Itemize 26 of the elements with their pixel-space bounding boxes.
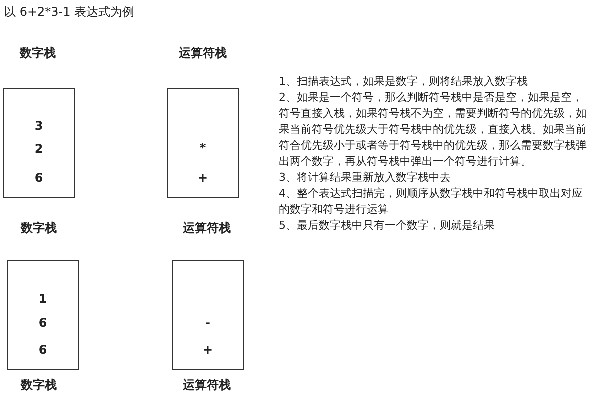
stack-item: 2 xyxy=(34,142,44,156)
stack-box xyxy=(7,260,79,370)
stack-item: 6 xyxy=(38,343,48,357)
stack-heading: 数字栈 xyxy=(20,45,56,62)
stack-item: + xyxy=(202,343,214,357)
stack-item: * xyxy=(198,141,208,155)
stack-item: 1 xyxy=(38,292,48,306)
note-paragraph: 4、整个表达式扫描完，则顺序从数字栈中和符号栈中取出对应的数字和符号进行运算 xyxy=(279,186,584,218)
stack-item: 6 xyxy=(38,316,48,330)
stack-heading: 数字栈 xyxy=(21,377,57,394)
stack-heading: 运算符栈 xyxy=(183,220,231,237)
stack-heading: 运算符栈 xyxy=(183,377,231,394)
note-paragraph: 1、扫描表达式，如果是数字，则将结果放入数字栈 xyxy=(279,74,529,90)
stack-box xyxy=(3,88,75,198)
stack-item: - xyxy=(204,316,212,330)
stack-item: 3 xyxy=(34,119,44,133)
note-paragraph: 3、将计算结果重新放入数字栈中去 xyxy=(279,170,452,186)
title-text: 以 6+2*3-1 表达式为例 xyxy=(4,4,135,21)
stack-item: 6 xyxy=(34,171,44,185)
note-paragraph: 2、如果是一个符号，那么判断符号栈中是否是空，如果是空，符号直接入栈，如果符号栈不为空，需要判断符号的优先级，如果当前符号优先级大于符号栈中的优先级，直接入栈。如果当前符合优先级小于或者等于符号栈中的优先级，那么需要数字栈弹出两个数字，再从符号栈中弹出一个符号进行计算。 xyxy=(279,90,588,170)
stack-box xyxy=(172,260,244,370)
stack-heading: 数字栈 xyxy=(21,220,57,237)
note-paragraph: 5、最后数字栈中只有一个数字，则就是结果 xyxy=(279,218,496,234)
stack-heading: 运算符栈 xyxy=(179,45,227,62)
stack-box xyxy=(167,88,239,198)
stack-item: + xyxy=(196,171,210,185)
